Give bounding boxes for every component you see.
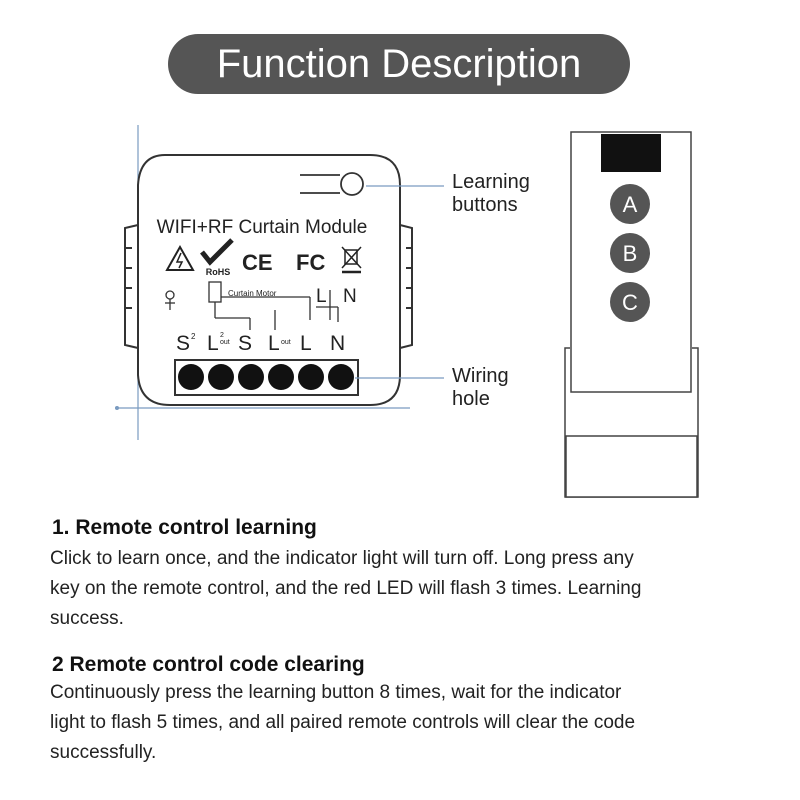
terminal-s: S: [238, 332, 252, 355]
motor-label: Curtain Motor: [228, 289, 277, 298]
wiring-hole: [178, 364, 204, 390]
wiring-hole: [238, 364, 264, 390]
ce-mark: CE: [242, 250, 273, 275]
terminal-l2-sup: 2: [220, 332, 224, 339]
device-diagram: WIFI+RF Curtain Module RoHS CE FC Curtai…: [115, 125, 699, 498]
wiring-hole-block: [174, 359, 359, 396]
terminal-lout: L: [268, 332, 280, 355]
section-2-body: Continuously press the learning button 8…: [50, 678, 770, 768]
remote-indicator: [601, 134, 661, 172]
section-2-title: 2 Remote control code clearing: [52, 653, 365, 676]
remote-control: A B C: [564, 131, 699, 498]
fc-mark: FC: [296, 250, 325, 275]
section-1-line: Click to learn once, and the indicator l…: [50, 548, 634, 569]
rohs-label: RoHS: [206, 267, 231, 277]
terminal-s2: S: [176, 332, 190, 355]
svg-text:B: B: [623, 241, 638, 266]
module-name: WIFI+RF Curtain Module: [157, 217, 368, 238]
rohs-check-icon: [200, 238, 234, 266]
remote-button-a[interactable]: A: [610, 184, 650, 224]
wiring-schematic: [165, 281, 339, 330]
wiring-hole: [268, 364, 294, 390]
section-1-line: success.: [50, 608, 124, 629]
svg-text:A: A: [623, 192, 638, 217]
terminal-l2-sub: out: [220, 339, 230, 346]
terminal-s2-sup: 2: [191, 332, 196, 341]
wiring-hole: [208, 364, 234, 390]
section-2-line: light to flash 5 times, and all paired r…: [50, 712, 636, 733]
wiring-callout-line1: Wiring: [452, 365, 509, 387]
learning-button[interactable]: [300, 172, 364, 196]
section-2-line: successfully.: [50, 742, 157, 763]
wiring-callout-line2: hole: [452, 388, 490, 410]
weee-bin-icon: [341, 246, 362, 274]
terminal-n: N: [330, 332, 345, 355]
remote-button-b[interactable]: B: [610, 233, 650, 273]
section-1-line: key on the remote control, and the red L…: [50, 578, 642, 599]
section-2-line: Continuously press the learning button 8…: [50, 682, 622, 703]
section-1-body: Click to learn once, and the indicator l…: [50, 544, 770, 634]
learning-callout-line1: Learning: [452, 171, 530, 193]
page-title: Function Description: [168, 34, 630, 94]
wiring-hole: [298, 364, 324, 390]
curtain-module: [124, 154, 413, 406]
section-1-title: 1. Remote control learning: [52, 516, 317, 539]
top-l-label: L: [316, 286, 327, 307]
terminal-l: L: [300, 332, 312, 355]
remote-button-c[interactable]: C: [610, 282, 650, 322]
terminal-l2out: L: [207, 332, 219, 355]
wiring-hole: [328, 364, 354, 390]
learning-callout-line2: buttons: [452, 194, 518, 216]
terminal-lout-sub: out: [281, 339, 291, 346]
danger-icon: [165, 244, 195, 271]
svg-text:C: C: [622, 290, 638, 315]
top-n-label: N: [343, 286, 357, 307]
